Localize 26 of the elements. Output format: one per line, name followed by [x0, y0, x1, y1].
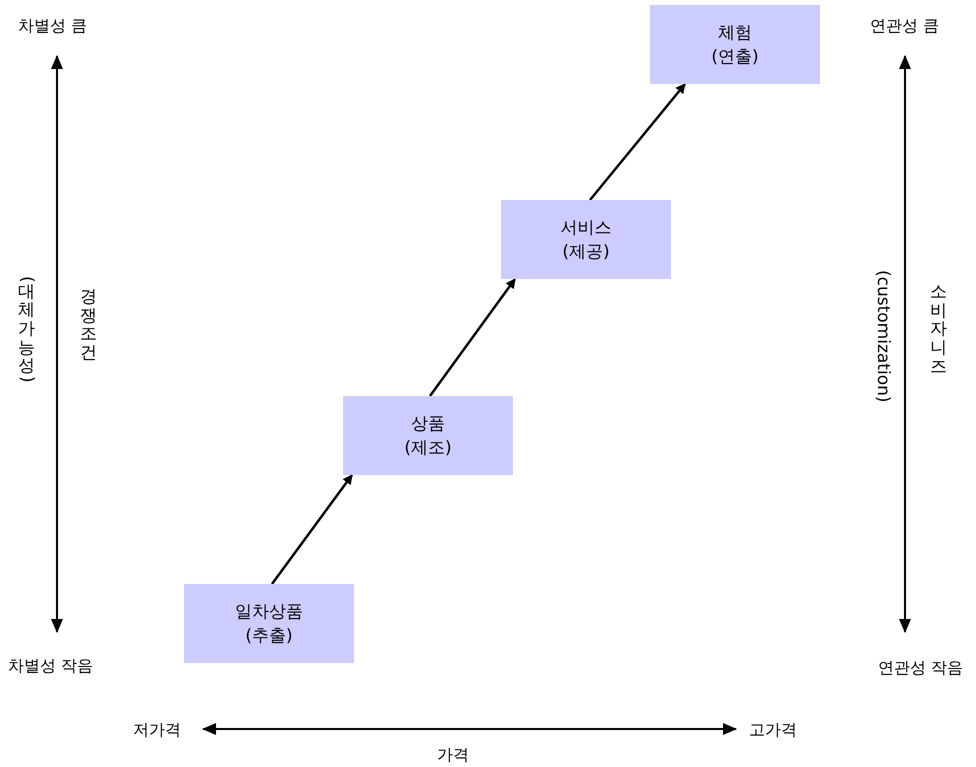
stage-box: [184, 584, 354, 663]
axis-label: (customization): [872, 270, 893, 402]
stage-label: 일차상품: [235, 600, 303, 624]
stage-label: (제조): [404, 436, 452, 460]
arrow: [271, 474, 353, 585]
axis-label: 소비자니즈: [930, 283, 947, 376]
axis-label: 가격: [437, 744, 469, 766]
axis-label: 경쟁조건: [80, 288, 97, 363]
axis-label: 차별성 작음: [8, 655, 94, 677]
stage-label: (추출): [245, 624, 293, 648]
axis-label: 저가격: [133, 719, 181, 741]
stage-box: [343, 396, 513, 475]
arrow: [589, 83, 686, 201]
axis-label: 연관성 큼: [870, 15, 940, 37]
arrow: [428, 278, 516, 397]
stage-label: 체험: [718, 22, 752, 44]
stage-label: 서비스: [560, 216, 612, 240]
stage-label: (제공): [562, 240, 610, 264]
axis-label: (대체가능성): [16, 276, 37, 383]
stage-box: [501, 200, 671, 279]
stage-box: [650, 5, 820, 84]
axis-label: 차별성 큼: [18, 15, 88, 37]
axis-label: 고가격: [749, 719, 797, 741]
axis-label: 연관성 작음: [878, 657, 964, 679]
stage-label: 상품: [411, 412, 445, 436]
stage-label: (연출): [711, 46, 759, 68]
